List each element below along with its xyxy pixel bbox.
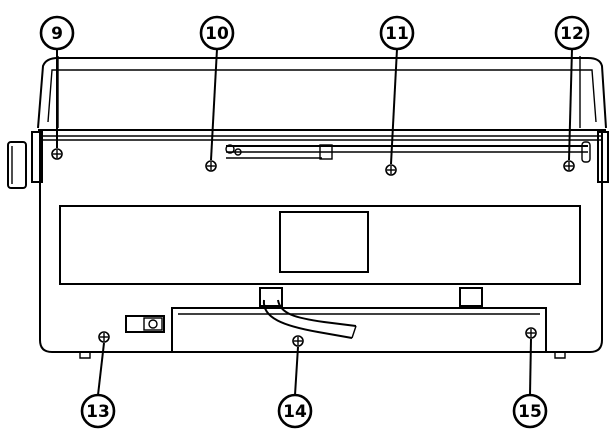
leader-line [294,346,299,396]
leader-line [97,342,105,396]
callout-circle [512,393,548,429]
power-switch [125,315,165,333]
screw-icon [292,335,304,347]
callout-circle [80,393,116,429]
platen-rod [38,129,606,163]
cable-clamp-left [259,287,283,307]
screw-icon [385,164,397,176]
callout-label-15: 15 [518,402,542,422]
screw-icon [525,327,537,339]
screw-icon [205,160,217,172]
callout-13 [80,342,116,429]
callout-circle [554,15,590,51]
leader-line [390,48,398,165]
callout-label-12: 12 [560,24,584,44]
callout-10 [199,15,235,161]
printer-body [39,130,603,359]
callout-label-11: 11 [385,24,409,44]
leader-line [529,338,532,396]
callout-circle [39,15,75,51]
screw-icon [98,331,110,343]
power-cable [262,299,357,339]
cable-clamp-right [459,287,483,307]
screw-icon [563,160,575,172]
lower-access-panel [171,307,547,352]
callout-label-10: 10 [205,24,229,44]
side-post-left [31,131,43,183]
callout-9 [39,15,75,148]
callout-label-14: 14 [283,402,307,422]
callout-11 [379,15,415,165]
callout-circle [277,393,313,429]
callout-label-13: 13 [86,402,110,422]
callout-circle [199,15,235,51]
leader-line [568,48,573,161]
screw-icon [51,148,63,160]
callout-12 [554,15,590,161]
platen-knob [7,141,27,189]
leader-line [210,48,218,161]
callout-label-9: 9 [51,24,63,44]
callout-circle [379,15,415,51]
callout-15 [512,338,548,429]
callout-14 [277,346,313,429]
paper-support [37,56,607,129]
